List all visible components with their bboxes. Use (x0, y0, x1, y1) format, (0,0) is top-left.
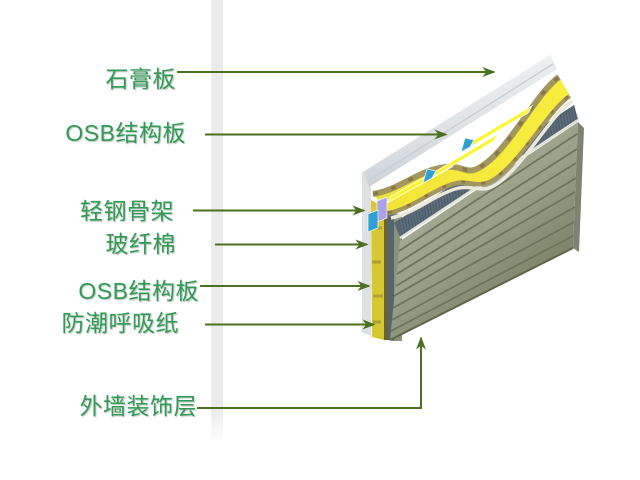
layer-steel-studs (367, 104, 534, 233)
glass-wool-edge (371, 200, 384, 340)
layer-gypsum-board (362, 53, 557, 187)
label-exterior-finish: 外墙装饰层 (79, 393, 197, 419)
label-osb-outer: OSB结构板 (78, 278, 199, 304)
label-gypsum-board: 石膏板 (105, 66, 176, 92)
osb-outer-edge (384, 207, 388, 340)
label-steel-frame: 轻钢骨架 (80, 198, 174, 224)
membrane-edge (388, 209, 394, 341)
label-breathable-membrane: 防潮呼吸纸 (61, 310, 179, 336)
layer-osb-outer (387, 92, 574, 220)
siding-right-edge (573, 122, 584, 252)
stud-end-cap (422, 168, 437, 184)
stud-end-cap (460, 137, 475, 153)
label-glass-wool: 玻纤棉 (105, 231, 176, 257)
stud-end-cap (367, 209, 379, 233)
layer-exterior-siding (389, 122, 584, 341)
leader-exterior-finish (197, 336, 426, 409)
siding-grooves (390, 133, 578, 332)
label-osb-inner: OSB结构板 (65, 120, 186, 146)
vertical-divider-bar (211, 0, 223, 444)
